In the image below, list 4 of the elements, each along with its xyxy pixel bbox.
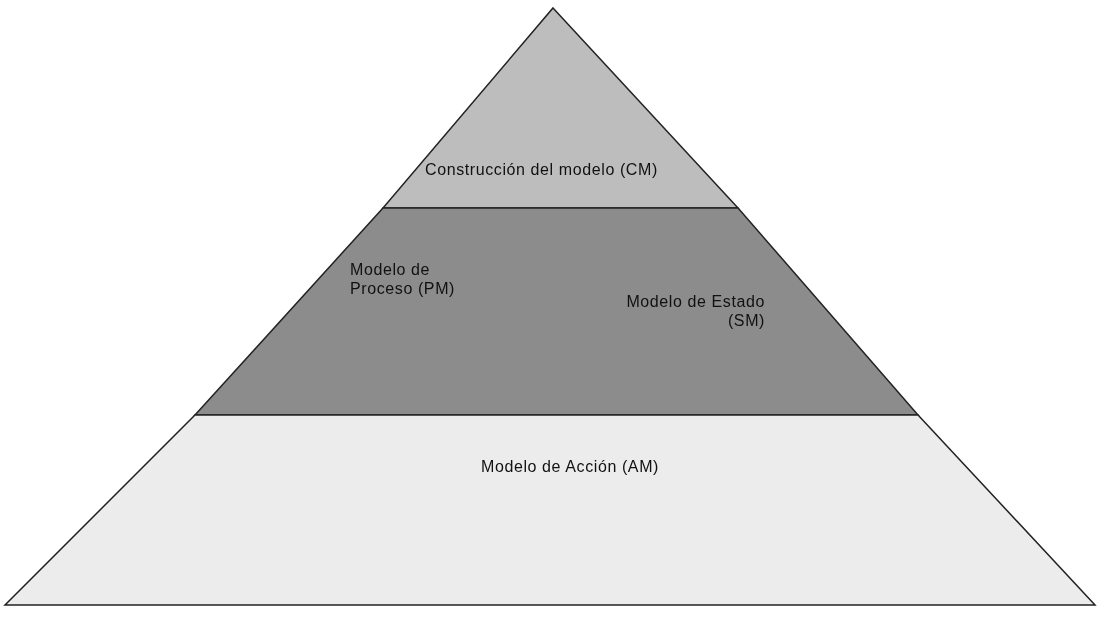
band-label: Modelo de Acción (AM) — [480, 457, 660, 476]
band-label: Modelo de Proceso (PM) — [350, 260, 456, 298]
band-label: Modelo de Estado (SM) — [625, 292, 765, 330]
band-label: Construcción del modelo (CM) — [425, 160, 659, 179]
